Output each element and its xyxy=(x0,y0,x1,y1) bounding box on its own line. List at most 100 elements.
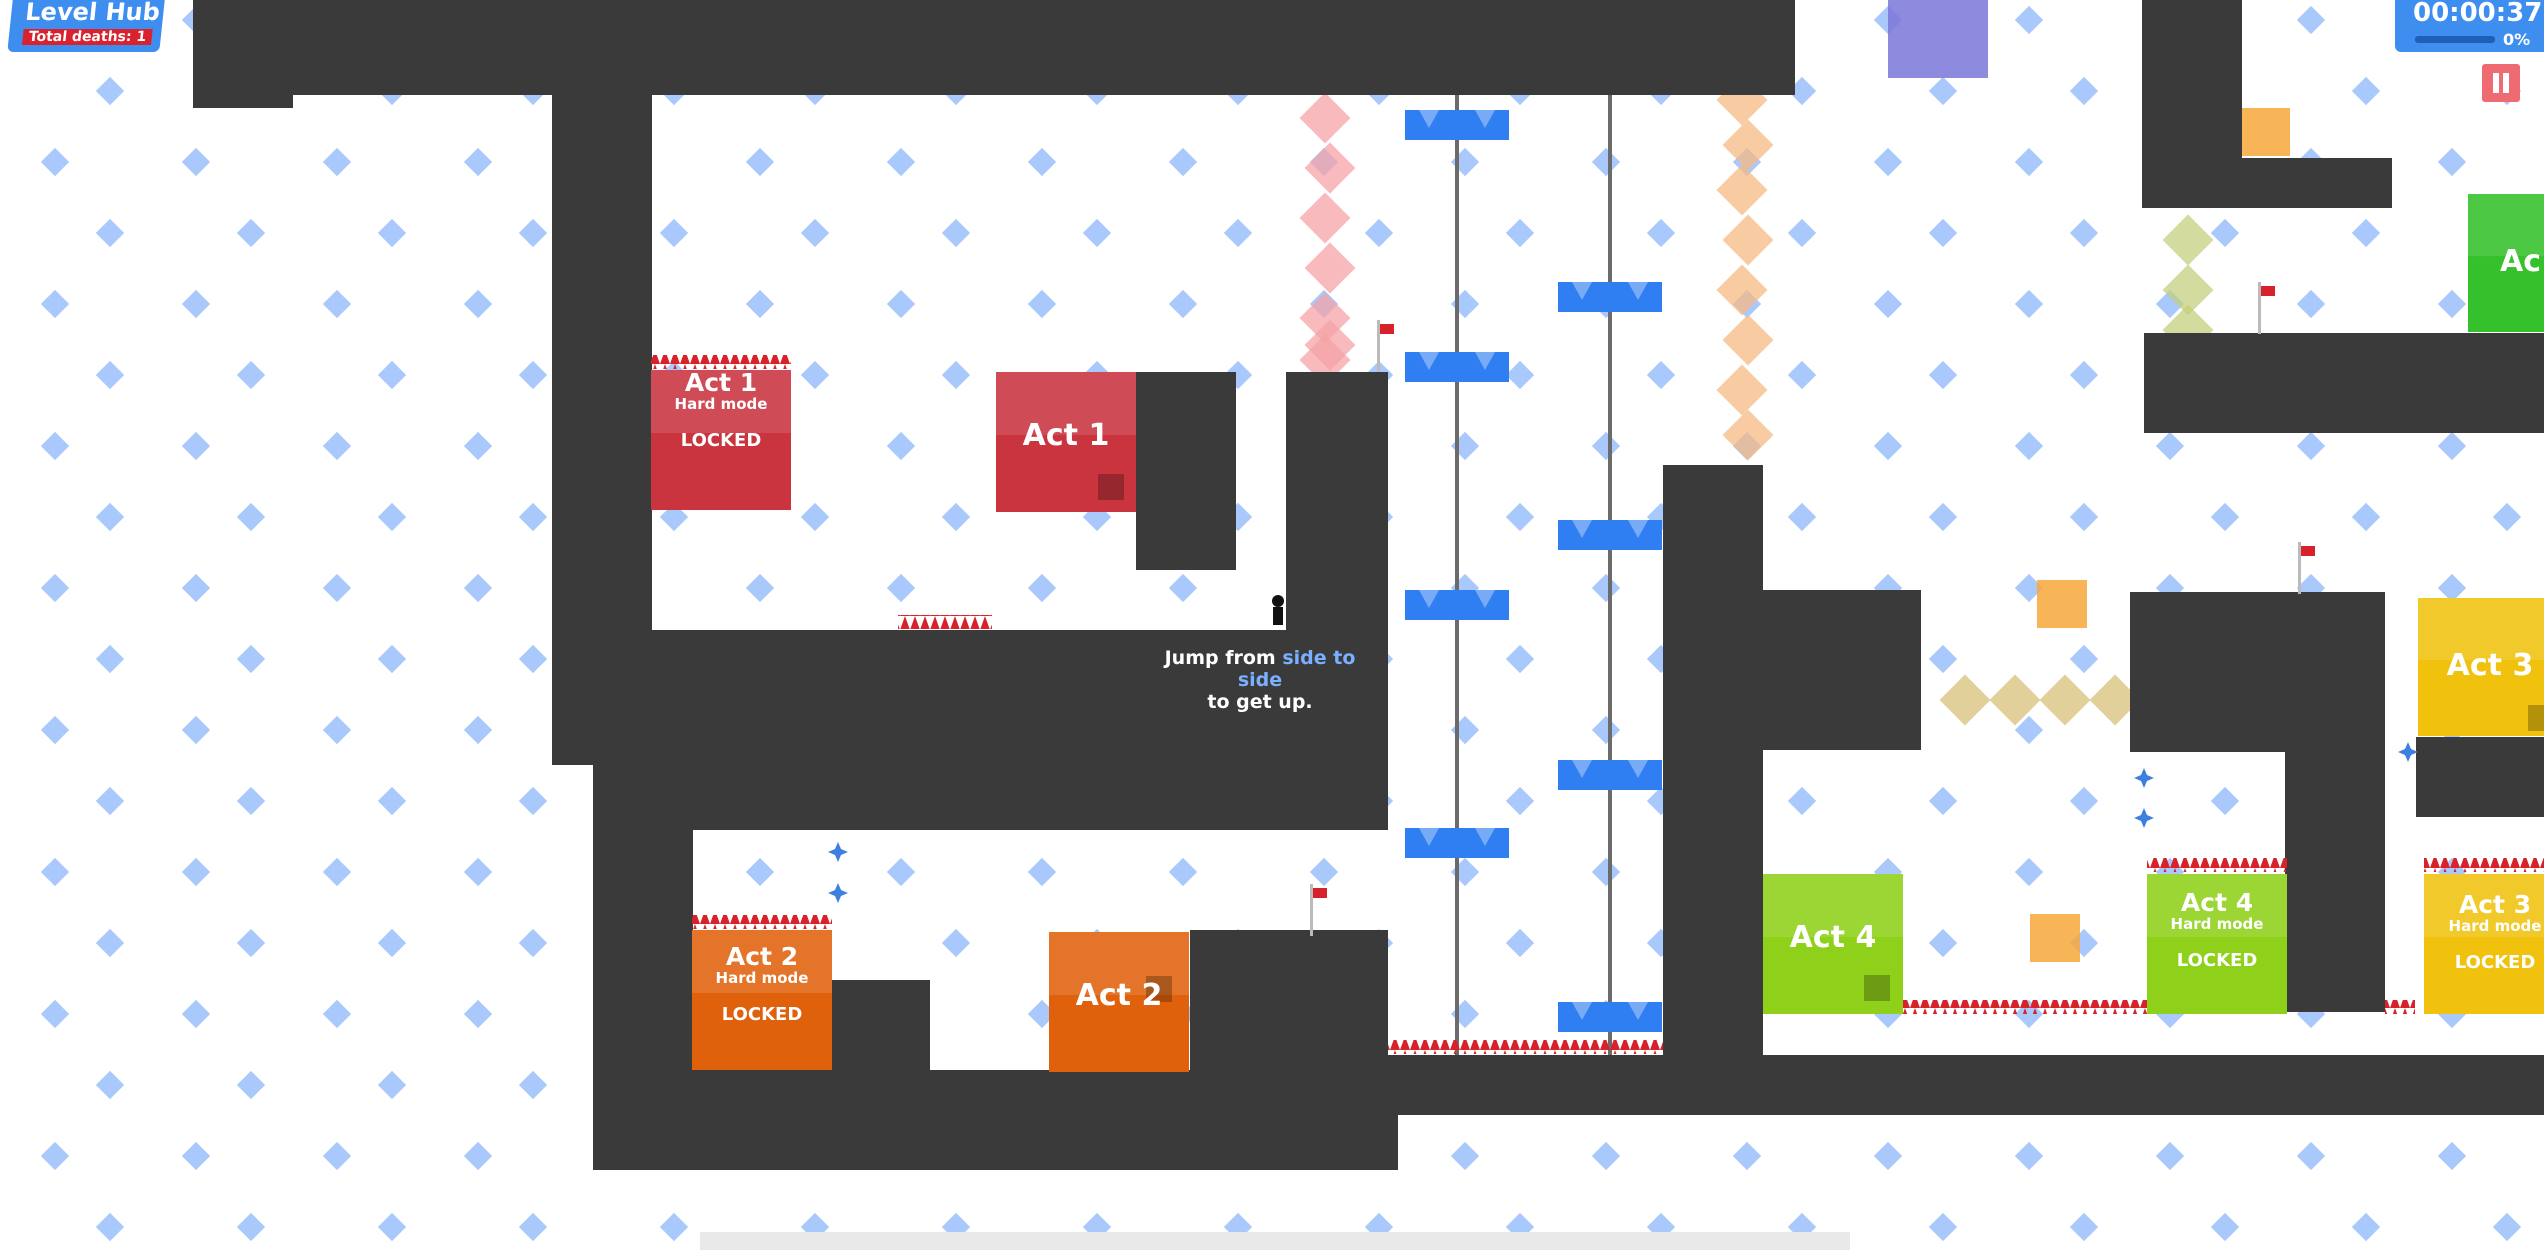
background-diamond xyxy=(1223,218,1253,248)
act2-hard-mode: Hard mode xyxy=(715,969,809,987)
moving-platform xyxy=(1405,590,1509,620)
act4-hard-door-label[interactable]: Act 4 Hard mode LOCKED xyxy=(2147,890,2287,972)
act1-hard-mode: Hard mode xyxy=(674,395,768,413)
spike-icon xyxy=(692,915,832,929)
platform-mark xyxy=(1475,110,1495,128)
act1-hard-door[interactable]: Act 1 Hard mode LOCKED xyxy=(651,370,791,452)
background-diamond xyxy=(1873,431,1903,461)
act-door-shine xyxy=(2468,194,2544,257)
background-diamond xyxy=(1505,360,1535,390)
background-diamond xyxy=(2069,360,2099,390)
pause-button[interactable] xyxy=(2482,64,2520,102)
act3-hard-door[interactable]: Act 3 Hard mode LOCKED xyxy=(2425,890,2544,974)
background-diamond xyxy=(377,928,407,958)
background-diamond xyxy=(1928,360,1958,390)
background-diamond xyxy=(40,431,70,461)
background-diamond xyxy=(236,218,266,248)
timer-value: 00:00:37 xyxy=(2413,0,2543,28)
background-diamond xyxy=(1787,502,1817,532)
background-diamond xyxy=(463,1141,493,1171)
hazard-diamond xyxy=(1989,674,2041,726)
door-lock-block xyxy=(1098,474,1124,500)
act-door-shine xyxy=(692,930,832,993)
background-diamond xyxy=(236,928,266,958)
platform-mark xyxy=(1475,828,1495,846)
hazard-diamond xyxy=(1939,674,1991,726)
moving-platform xyxy=(1558,1002,1662,1032)
shuriken-icon xyxy=(2134,808,2154,828)
background-diamond xyxy=(377,644,407,674)
background-diamond xyxy=(2014,715,2044,745)
background-diamond xyxy=(1591,715,1621,745)
background-diamond xyxy=(2014,857,2044,887)
spike-icon xyxy=(2385,1000,2415,1014)
hazard-diamond xyxy=(1304,242,1356,294)
act-door-shine xyxy=(1049,932,1189,995)
act2-hard-door[interactable]: Act 2 Hard mode LOCKED xyxy=(692,944,832,1026)
background-diamond xyxy=(236,644,266,674)
act5-title: Ac xyxy=(2500,244,2542,279)
background-diamond xyxy=(1591,857,1621,887)
wall-block xyxy=(2242,158,2392,208)
background-diamond xyxy=(40,573,70,603)
wall-block xyxy=(1190,930,1388,1070)
spike-icon xyxy=(898,615,992,629)
wall-block xyxy=(2285,592,2385,1012)
background-diamond xyxy=(1928,502,1958,532)
act-door-shine xyxy=(651,370,791,433)
background-diamond xyxy=(518,218,548,248)
wall-block xyxy=(1286,372,1388,830)
flag-pole xyxy=(2258,282,2261,334)
background-diamond xyxy=(745,857,775,887)
background-diamond xyxy=(181,289,211,319)
act2-door[interactable]: Act 2 xyxy=(1049,978,1189,1013)
wall-block xyxy=(2144,333,2544,433)
background-diamond xyxy=(236,502,266,532)
background-diamond xyxy=(2155,431,2185,461)
act-door-shine xyxy=(996,372,1136,435)
background-diamond xyxy=(1082,218,1112,248)
background-diamond xyxy=(2296,431,2326,461)
moving-platforms xyxy=(1405,110,1662,1032)
background-diamond xyxy=(1168,289,1198,319)
deco-block xyxy=(1888,0,1988,78)
act3-door[interactable]: Act 3 xyxy=(2420,648,2544,683)
checkpoint-flag-icon xyxy=(1313,888,1327,898)
platform-mark xyxy=(1419,828,1439,846)
background-diamond xyxy=(322,1141,352,1171)
background-diamond xyxy=(236,1070,266,1100)
background-diamond xyxy=(518,786,548,816)
moving-platform xyxy=(1558,760,1662,790)
background-diamond xyxy=(745,573,775,603)
background-diamond xyxy=(518,360,548,390)
background-diamond xyxy=(2069,502,2099,532)
act1-hard-status: LOCKED xyxy=(680,430,762,451)
background-diamond xyxy=(2492,1212,2522,1242)
background-diamond xyxy=(1873,1141,1903,1171)
platform-rail xyxy=(1455,95,1459,1055)
act4-door[interactable]: Act 4 xyxy=(1763,920,1903,955)
background-diamond xyxy=(659,1212,689,1242)
background-diamond xyxy=(95,76,125,106)
background-diamond xyxy=(800,360,830,390)
background-diamond xyxy=(1873,147,1903,177)
act3-hard-title: Act 3 xyxy=(2458,890,2532,919)
background-diamond xyxy=(2069,786,2099,816)
platform-mark xyxy=(1572,282,1592,300)
background-diamond xyxy=(1309,857,1339,887)
act1-door[interactable]: Act 1 xyxy=(996,418,1136,453)
flag-pole xyxy=(2298,542,2301,594)
background-diamond xyxy=(95,1070,125,1100)
act-door xyxy=(2418,598,2544,736)
background-diamond xyxy=(377,502,407,532)
spike-rows xyxy=(651,355,2544,1054)
shuriken-icon xyxy=(2134,768,2154,788)
background-diamond xyxy=(886,289,916,319)
act5-door-partial[interactable]: Ac xyxy=(2500,244,2544,279)
background-diamond xyxy=(322,147,352,177)
hazard-diamond xyxy=(1716,264,1768,316)
background-diamond xyxy=(2014,1141,2044,1171)
background-diamond xyxy=(377,1070,407,1100)
platform-mark xyxy=(1572,520,1592,538)
act-door xyxy=(651,370,791,510)
